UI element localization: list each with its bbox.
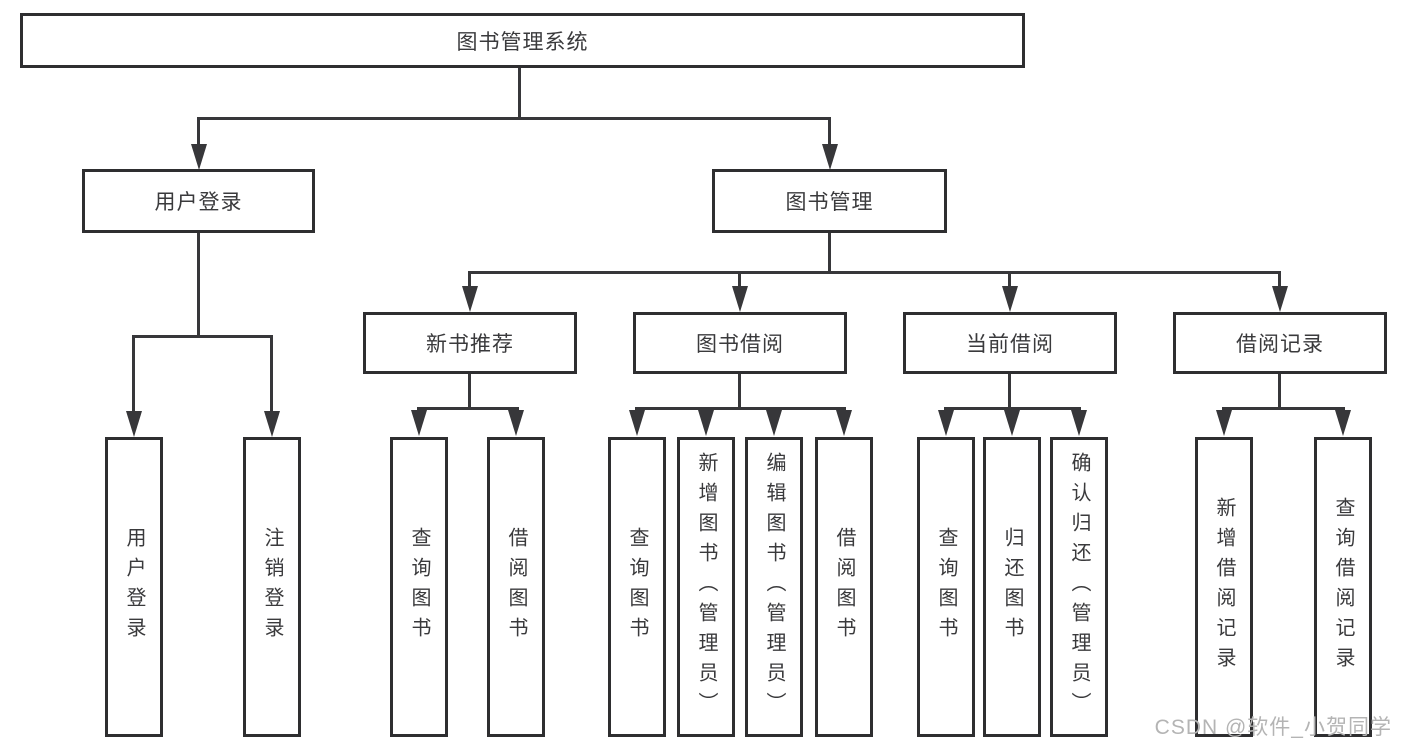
arrow-into-leaf-logout xyxy=(264,411,280,437)
arrow-into-bb-add xyxy=(698,410,714,436)
node-new-book-recommendation-label: 新书推荐 xyxy=(426,333,514,356)
connector-stem-user-login xyxy=(197,117,200,145)
node-borrowing-records: 借阅记录 xyxy=(1173,312,1387,374)
leaf-cb-return-books: 归还图书 xyxy=(983,437,1041,737)
arrow-into-leaf-login xyxy=(126,411,142,437)
arrow-into-cb-confirm xyxy=(1071,410,1087,436)
csdn-watermark: CSDN @软件_小贺同学 xyxy=(1154,716,1392,739)
arrow-into-user-login xyxy=(191,144,207,170)
arrow-into-cb-return xyxy=(1004,410,1020,436)
connector-user-login-branch xyxy=(132,335,273,338)
node-book-borrowing: 图书借阅 xyxy=(633,312,847,374)
root-node: 图书管理系统 xyxy=(20,13,1025,68)
node-new-book-recommendation: 新书推荐 xyxy=(363,312,577,374)
connector-stem-book-borrow xyxy=(738,271,741,288)
connector-current-borrow-down xyxy=(1008,374,1011,410)
arrow-into-new-book xyxy=(462,286,478,312)
connector-new-book-down xyxy=(468,374,471,410)
connector-new-book-branch xyxy=(417,407,519,410)
connector-stem-book-mgmt xyxy=(828,117,831,145)
connector-book-borrow-branch xyxy=(635,407,846,410)
node-current-borrowing: 当前借阅 xyxy=(903,312,1117,374)
leaf-bb-query-books: 查询图书 xyxy=(608,437,666,737)
leaf-nb-query-books: 查询图书 xyxy=(390,437,448,737)
node-book-management: 图书管理 xyxy=(712,169,947,233)
connector-stem-new-book xyxy=(468,271,471,288)
leaf-cb-confirm-return-admin: 确认归还（管理员） xyxy=(1050,437,1108,737)
connector-level1-branch xyxy=(197,117,831,120)
arrow-into-bb-query xyxy=(629,410,645,436)
leaf-cb-query-books: 查询图书 xyxy=(917,437,975,737)
arrow-into-br-add xyxy=(1216,410,1232,436)
node-user-login: 用户登录 xyxy=(82,169,315,233)
connector-borrow-records-branch xyxy=(1222,407,1345,410)
node-book-management-label: 图书管理 xyxy=(785,191,874,214)
leaf-user-login: 用户登录 xyxy=(105,437,163,737)
root-node-label: 图书管理系统 xyxy=(456,30,589,54)
arrow-into-bb-edit xyxy=(766,410,782,436)
leaf-logout: 注销登录 xyxy=(243,437,301,737)
arrow-into-nb-query xyxy=(411,410,427,436)
arrow-into-borrow-records xyxy=(1272,286,1288,312)
connector-current-borrow-branch xyxy=(944,407,1081,410)
leaf-br-query-record: 查询借阅记录 xyxy=(1314,437,1372,737)
arrow-into-current-borrow xyxy=(1002,286,1018,312)
arrow-into-br-query xyxy=(1335,410,1351,436)
node-current-borrowing-label: 当前借阅 xyxy=(966,333,1054,356)
connector-stem-leaf-logout xyxy=(270,335,273,413)
connector-book-borrow-down xyxy=(738,374,741,410)
arrow-into-book-borrow xyxy=(732,286,748,312)
node-user-login-label: 用户登录 xyxy=(154,191,243,214)
connector-stem-current-borrow xyxy=(1008,271,1011,288)
leaf-br-add-record: 新增借阅记录 xyxy=(1195,437,1253,737)
arrow-into-nb-borrow xyxy=(508,410,524,436)
leaf-bb-borrow-books: 借阅图书 xyxy=(815,437,873,737)
connector-book-mgmt-branch xyxy=(468,271,1281,274)
arrow-into-book-mgmt xyxy=(822,144,838,170)
connector-book-mgmt-down xyxy=(828,233,831,274)
connector-user-login-down xyxy=(197,233,200,338)
node-book-borrowing-label: 图书借阅 xyxy=(696,333,784,356)
connector-stem-borrow-records xyxy=(1278,271,1281,288)
arrow-into-bb-borrow xyxy=(836,410,852,436)
leaf-bb-add-books-admin: 新增图书（管理员） xyxy=(677,437,735,737)
node-borrowing-records-label: 借阅记录 xyxy=(1236,333,1324,356)
leaf-bb-edit-books-admin: 编辑图书（管理员） xyxy=(745,437,803,737)
connector-stem-leaf-login xyxy=(132,335,135,413)
connector-borrow-records-down xyxy=(1278,374,1281,410)
connector-root-trunk xyxy=(518,68,521,120)
arrow-into-cb-query xyxy=(938,410,954,436)
leaf-nb-borrow-books: 借阅图书 xyxy=(487,437,545,737)
